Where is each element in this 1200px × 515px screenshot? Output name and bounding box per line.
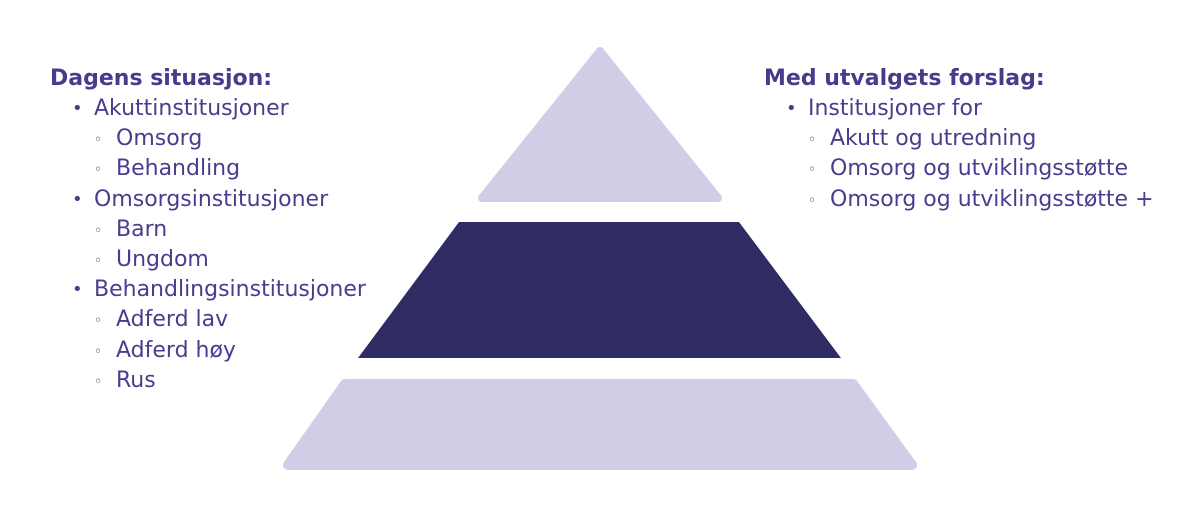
proposal-list: Med utvalgets forslag: • Institusjoner fo…	[764, 64, 1154, 215]
bullet-icon: ◦	[94, 373, 103, 390]
bullet-icon: ◦	[94, 343, 103, 360]
list-item: • Akuttinstitusjoner	[50, 94, 366, 124]
list-item-text: Behandling	[116, 156, 241, 182]
bullet-icon: •	[72, 279, 83, 301]
list-item: ◦ Barn	[50, 215, 366, 245]
list-item-text: Omsorg	[116, 126, 203, 152]
bullet-icon: ◦	[94, 313, 103, 330]
pyramid-bottom-tier	[283, 379, 917, 470]
current-situation-heading: Dagens situasjon:	[50, 66, 273, 91]
list-item-text: Behandlingsinstitusjoner	[94, 277, 366, 303]
proposal-heading: Med utvalgets forslag:	[764, 66, 1045, 91]
list-item-text: Rus	[116, 367, 156, 393]
bullet-icon: ◦	[94, 162, 103, 179]
list-item-text: Institusjoner for	[808, 96, 983, 121]
pyramid-middle-tier	[358, 222, 841, 358]
list-item-text: Barn	[116, 216, 168, 242]
bullet-icon: ◦	[94, 253, 103, 270]
bullet-icon: •	[72, 98, 83, 119]
list-item: ◦ Rus	[50, 366, 366, 396]
bullet-icon: •	[786, 98, 797, 119]
pyramid-top-tier	[478, 47, 722, 202]
list-item-text: Akutt og utredning	[830, 126, 1037, 152]
list-item-text: Omsorgsinstitusjoner	[94, 186, 329, 212]
list-item-text: Omsorg og utviklingsstøtte	[830, 156, 1129, 182]
list-item: • Institusjoner for	[764, 94, 1154, 124]
list-item: ◦ Ungdom	[50, 245, 366, 275]
bullet-icon: ◦	[808, 132, 817, 149]
bullet-icon: ◦	[808, 192, 817, 209]
list-item-text: Omsorg og utviklingsstøtte +	[830, 186, 1154, 212]
list-item: • Omsorgsinstitusjoner	[50, 185, 366, 215]
list-item: ◦ Omsorg og utviklingsstøtte +	[764, 185, 1154, 215]
list-item-text: Adferd lav	[116, 307, 229, 333]
list-item-text: Adferd høy	[116, 337, 236, 363]
list-item: • Behandlingsinstitusjoner	[50, 275, 366, 305]
list-item: ◦ Adferd høy	[50, 336, 366, 366]
list-item: ◦ Omsorg	[50, 124, 366, 154]
bullet-icon: ◦	[94, 132, 103, 149]
list-item-text: Ungdom	[116, 247, 209, 273]
current-situation-list: Dagens situasjon: • Akuttinstitusjoner ◦ Om…	[50, 64, 366, 396]
bullet-icon: ◦	[94, 222, 103, 239]
list-item-text: Akuttinstitusjoner	[94, 96, 289, 121]
bullet-icon: •	[72, 188, 83, 210]
list-item: ◦ Akutt og utredning	[764, 124, 1154, 154]
bullet-icon: ◦	[808, 162, 817, 179]
list-item: ◦ Adferd lav	[50, 305, 366, 335]
list-item: ◦ Behandling	[50, 154, 366, 184]
list-item: ◦ Omsorg og utviklingsstøtte	[764, 154, 1154, 184]
